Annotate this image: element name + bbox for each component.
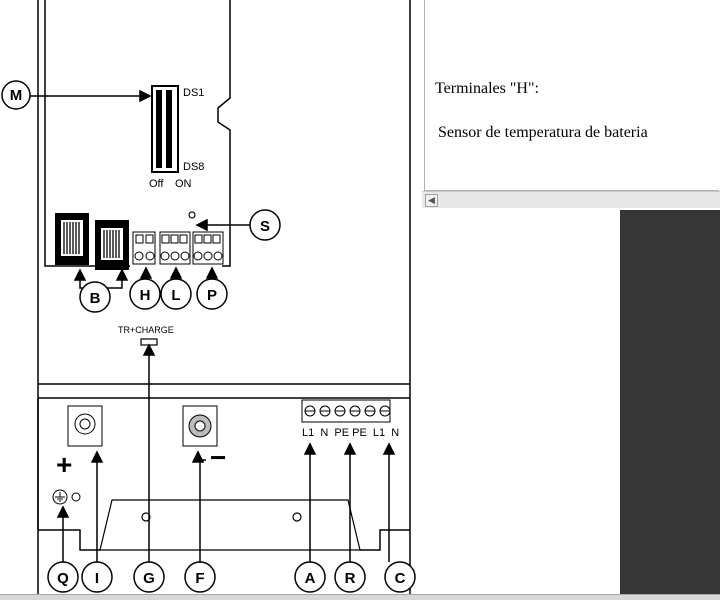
rj-connectors [55, 213, 129, 270]
callout-c: C [395, 570, 406, 587]
dark-background-region [620, 210, 720, 595]
mounting-bracket [99, 499, 361, 551]
callout-l: L [171, 287, 180, 304]
callout-q: Q [57, 570, 69, 587]
bottom-edge-strip [0, 594, 720, 600]
ds8-label: DS8 [183, 161, 204, 173]
callout-r: R [345, 570, 356, 587]
tr-charge-label: TR+CHARGE [118, 325, 174, 335]
callout-s: S [260, 218, 270, 235]
callout-h: H [140, 287, 151, 304]
panel-description: Sensor de temperatura de bateria [438, 124, 648, 141]
leader-lines [28, 89, 396, 562]
input-terminal-block [301, 399, 391, 423]
callout-m: M [10, 87, 23, 104]
input-terminal-labels: L1 N PE PE L1 N [302, 427, 399, 439]
dip-switch [151, 85, 179, 173]
terminal-blocks-small [132, 231, 224, 265]
minus-sign: − [210, 442, 226, 473]
horizontal-scrollbar[interactable]: ◀ [422, 191, 720, 208]
plus-sign: + [56, 449, 72, 480]
ground-icon [52, 489, 81, 505]
panel-heading: Terminales "H": [435, 80, 539, 97]
info-panel-content: Terminales "H": Sensor de temperatura de… [424, 0, 719, 191]
off-label: Off [149, 178, 164, 190]
callout-i: I [95, 570, 99, 587]
callout-g: G [143, 570, 155, 587]
output-terminal-plus [67, 405, 103, 447]
led-indicator [188, 211, 196, 219]
callout-a: A [305, 570, 316, 587]
info-panel: Terminales "H": Sensor de temperatura de… [418, 0, 720, 210]
callout-p: P [207, 287, 217, 304]
ds1-label: DS1 [183, 87, 204, 99]
output-terminal-minus [182, 405, 218, 447]
scroll-left-icon[interactable]: ◀ [425, 194, 438, 207]
callout-f: F [195, 570, 204, 587]
callout-b: B [90, 290, 101, 307]
device-housing [37, 0, 411, 598]
on-label: ON [175, 178, 192, 190]
callout-circles [1, 80, 416, 593]
